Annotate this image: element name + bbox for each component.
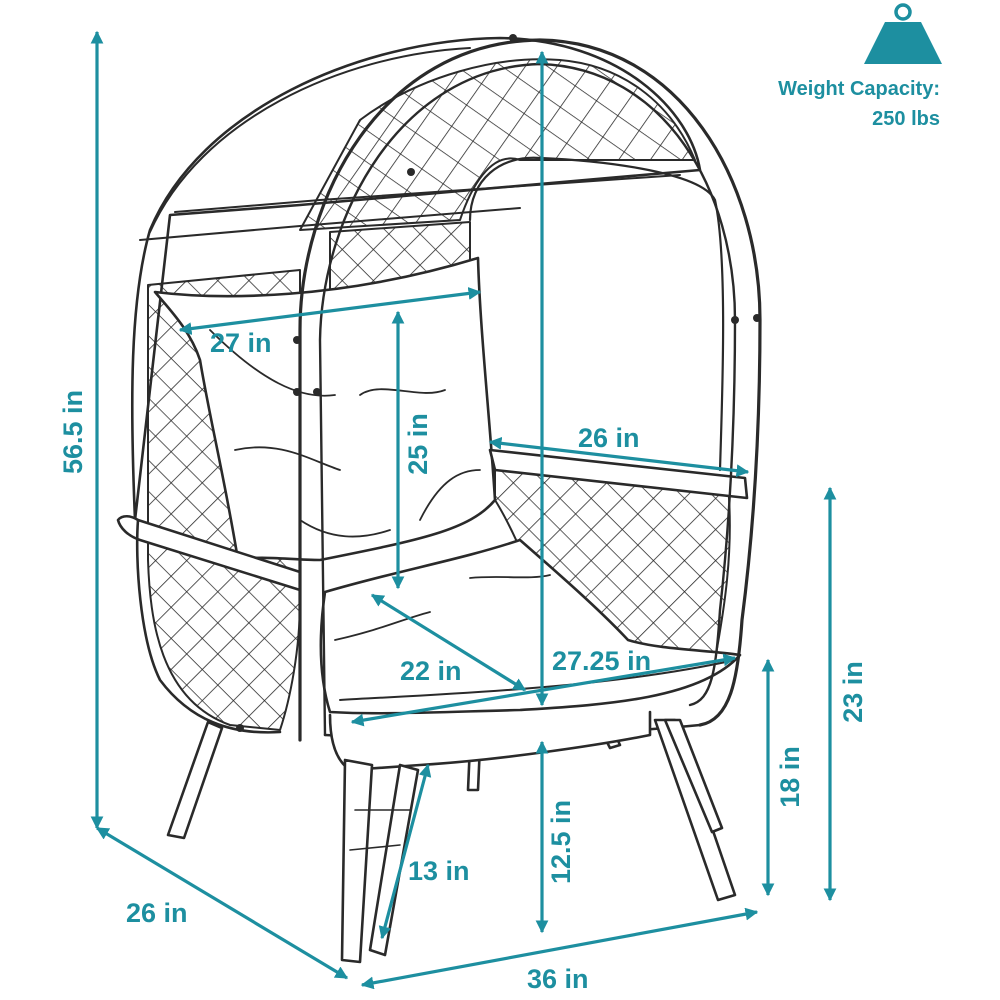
weight-capacity-value: 250 lbs <box>872 108 940 130</box>
dimension-lines <box>90 30 837 990</box>
seat-width-label: 27.25 in <box>552 646 651 676</box>
frame-bolts <box>236 34 761 732</box>
front-opening <box>468 156 725 472</box>
overall-height-label: 56.5 in <box>58 390 88 474</box>
arm-width-label: 26 in <box>578 423 640 453</box>
canopy-lattice <box>299 58 696 231</box>
weight-icon <box>864 3 942 64</box>
weight-capacity-label: Weight Capacity: <box>778 78 940 100</box>
chair-base <box>328 710 652 772</box>
top-width-line <box>178 287 482 335</box>
width-label: 36 in <box>527 964 589 994</box>
arm-height-label: 23 in <box>838 661 868 723</box>
arm-width-line <box>488 436 750 478</box>
egg-chair-illustration <box>116 34 762 964</box>
ground-clearance-label: 12.5 in <box>546 800 576 884</box>
weight-capacity: Weight Capacity: 250 lbs <box>778 3 942 130</box>
dimension-labels: 56.5 in 27 in 25 in 26 in 22 in 27.25 in… <box>58 328 868 994</box>
back-height-label: 25 in <box>403 413 433 475</box>
width-line <box>360 907 759 990</box>
seat-height-label: 18 in <box>775 746 805 808</box>
depth-line <box>95 826 349 980</box>
front-arch-frame <box>298 38 762 742</box>
depth-label: 26 in <box>126 898 188 928</box>
leg-length-label: 13 in <box>408 856 470 886</box>
seat-depth-label: 22 in <box>400 656 462 686</box>
top-width-label: 27 in <box>210 328 272 358</box>
